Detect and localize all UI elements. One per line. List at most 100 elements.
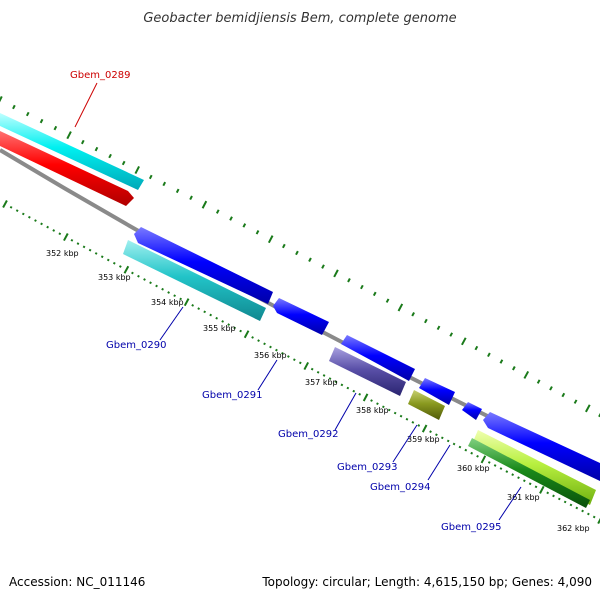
inner-minor-tick — [411, 421, 415, 424]
inner-minor-tick — [487, 461, 491, 464]
tick-label-353: 353 kbp — [98, 273, 131, 282]
outer-tick-mark — [94, 146, 99, 152]
outer-tick-mark — [201, 200, 208, 209]
inner-minor-tick — [310, 367, 314, 371]
gene-feature-gbem-0294 — [462, 402, 482, 420]
gene-label-gbem-0293: Gbem_0293 — [337, 462, 397, 473]
inner-major-tick — [123, 265, 130, 274]
inner-minor-tick — [534, 485, 538, 489]
tick-label-355: 355 kbp — [203, 324, 236, 333]
inner-minor-tick — [592, 515, 596, 519]
leader-line-gbem-0294 — [427, 444, 451, 481]
outer-tick-mark — [148, 174, 153, 180]
inner-minor-tick — [9, 205, 13, 209]
gene-label-gbem-0290: Gbem_0290 — [106, 340, 166, 351]
inner-minor-tick — [251, 336, 254, 339]
inner-minor-tick — [287, 355, 290, 358]
inner-minor-tick — [352, 389, 356, 393]
inner-minor-tick — [155, 284, 158, 288]
outer-tick-mark — [585, 404, 591, 413]
gene-feature-gbem-0295-c — [468, 438, 590, 508]
outer-tick-mark — [424, 318, 428, 324]
inner-minor-tick — [52, 229, 56, 232]
inner-major-tick — [480, 455, 487, 464]
inner-minor-tick — [552, 494, 555, 498]
outer-tick-mark — [255, 230, 260, 235]
inner-minor-tick — [203, 310, 207, 314]
outer-tick-mark — [449, 332, 454, 337]
inner-minor-tick — [227, 323, 230, 327]
inner-minor-tick — [370, 399, 373, 402]
inner-minor-tick — [209, 313, 213, 317]
inner-major-tick — [2, 200, 8, 208]
gene-feature-gbem-0295-b — [472, 430, 596, 505]
inner-minor-tick — [429, 430, 432, 434]
outer-tick-mark — [215, 209, 220, 214]
inner-major-tick — [362, 393, 369, 402]
outer-tick-mark — [523, 370, 530, 379]
inner-minor-tick — [316, 370, 320, 374]
inner-minor-tick — [511, 473, 515, 476]
inner-minor-tick — [435, 433, 438, 437]
inner-minor-tick — [464, 448, 468, 452]
outer-tick-mark — [12, 104, 16, 110]
tick-label-354: 354 kbp — [151, 298, 184, 307]
inner-minor-tick — [143, 278, 146, 281]
inner-minor-tick — [149, 281, 152, 285]
inner-minor-tick — [517, 476, 520, 480]
inner-minor-tick — [298, 361, 302, 365]
tick-label-362: 362 kbp — [557, 524, 590, 533]
inner-minor-tick — [452, 442, 456, 446]
leader-line-gbem-0289 — [74, 82, 98, 128]
gene-feature-gbem-0290 — [123, 240, 266, 321]
inner-minor-tick — [40, 222, 43, 226]
gene-feature-gbem-0292-a — [341, 335, 415, 381]
inner-major-tick — [183, 298, 190, 307]
genome-summary-text: Topology: circular; Length: 4,615,150 bp… — [261, 575, 592, 589]
outer-tick-mark — [242, 223, 247, 228]
inner-minor-tick — [88, 248, 92, 252]
inner-minor-tick — [417, 424, 421, 427]
forward-strand-features — [0, 113, 144, 206]
outer-tick-mark — [282, 243, 286, 249]
inner-minor-tick — [358, 392, 362, 396]
outer-tick-mark — [229, 216, 233, 221]
inner-minor-tick — [340, 383, 344, 387]
gene-feature-gbem-0295-a — [483, 412, 600, 481]
inner-minor-tick — [34, 219, 37, 222]
inner-minor-tick — [587, 512, 590, 516]
inner-minor-tick — [161, 287, 164, 291]
inner-minor-tick — [493, 464, 497, 467]
outer-tick-mark — [25, 111, 30, 117]
inner-minor-tick — [94, 252, 98, 255]
inner-minor-tick — [82, 245, 86, 249]
inner-major-tick — [243, 330, 250, 339]
gene-feature-gbem-0291-a — [134, 227, 273, 304]
tick-label-360: 360 kbp — [457, 464, 490, 473]
outer-tick-mark — [321, 264, 325, 269]
inner-minor-tick — [15, 209, 19, 212]
inner-minor-tick — [575, 506, 579, 510]
outer-tick-mark — [267, 235, 274, 244]
inner-minor-tick — [399, 414, 403, 418]
gene-feature-gbem-0292-b — [329, 347, 406, 396]
inner-major-tick — [597, 517, 600, 525]
outer-tick-mark — [0, 95, 3, 103]
gene-label-gbem-0292: Gbem_0292 — [278, 429, 338, 440]
inner-minor-tick — [233, 326, 236, 330]
leader-line-gbem-0290 — [159, 306, 184, 341]
outer-tick-mark — [189, 195, 193, 201]
tick-label-358: 358 kbp — [356, 406, 389, 415]
outer-tick-mark — [397, 303, 404, 312]
inner-minor-tick — [179, 297, 182, 301]
outer-tick-mark — [487, 352, 491, 358]
inner-minor-tick — [197, 307, 201, 310]
inner-major-tick — [539, 485, 545, 494]
inner-minor-tick — [446, 439, 450, 443]
inner-minor-tick — [346, 386, 350, 390]
inner-minor-tick — [322, 374, 326, 377]
outer-tick-mark — [549, 386, 553, 391]
inner-minor-tick — [167, 291, 170, 294]
inner-minor-tick — [257, 339, 260, 342]
inner-minor-tick — [387, 408, 391, 412]
